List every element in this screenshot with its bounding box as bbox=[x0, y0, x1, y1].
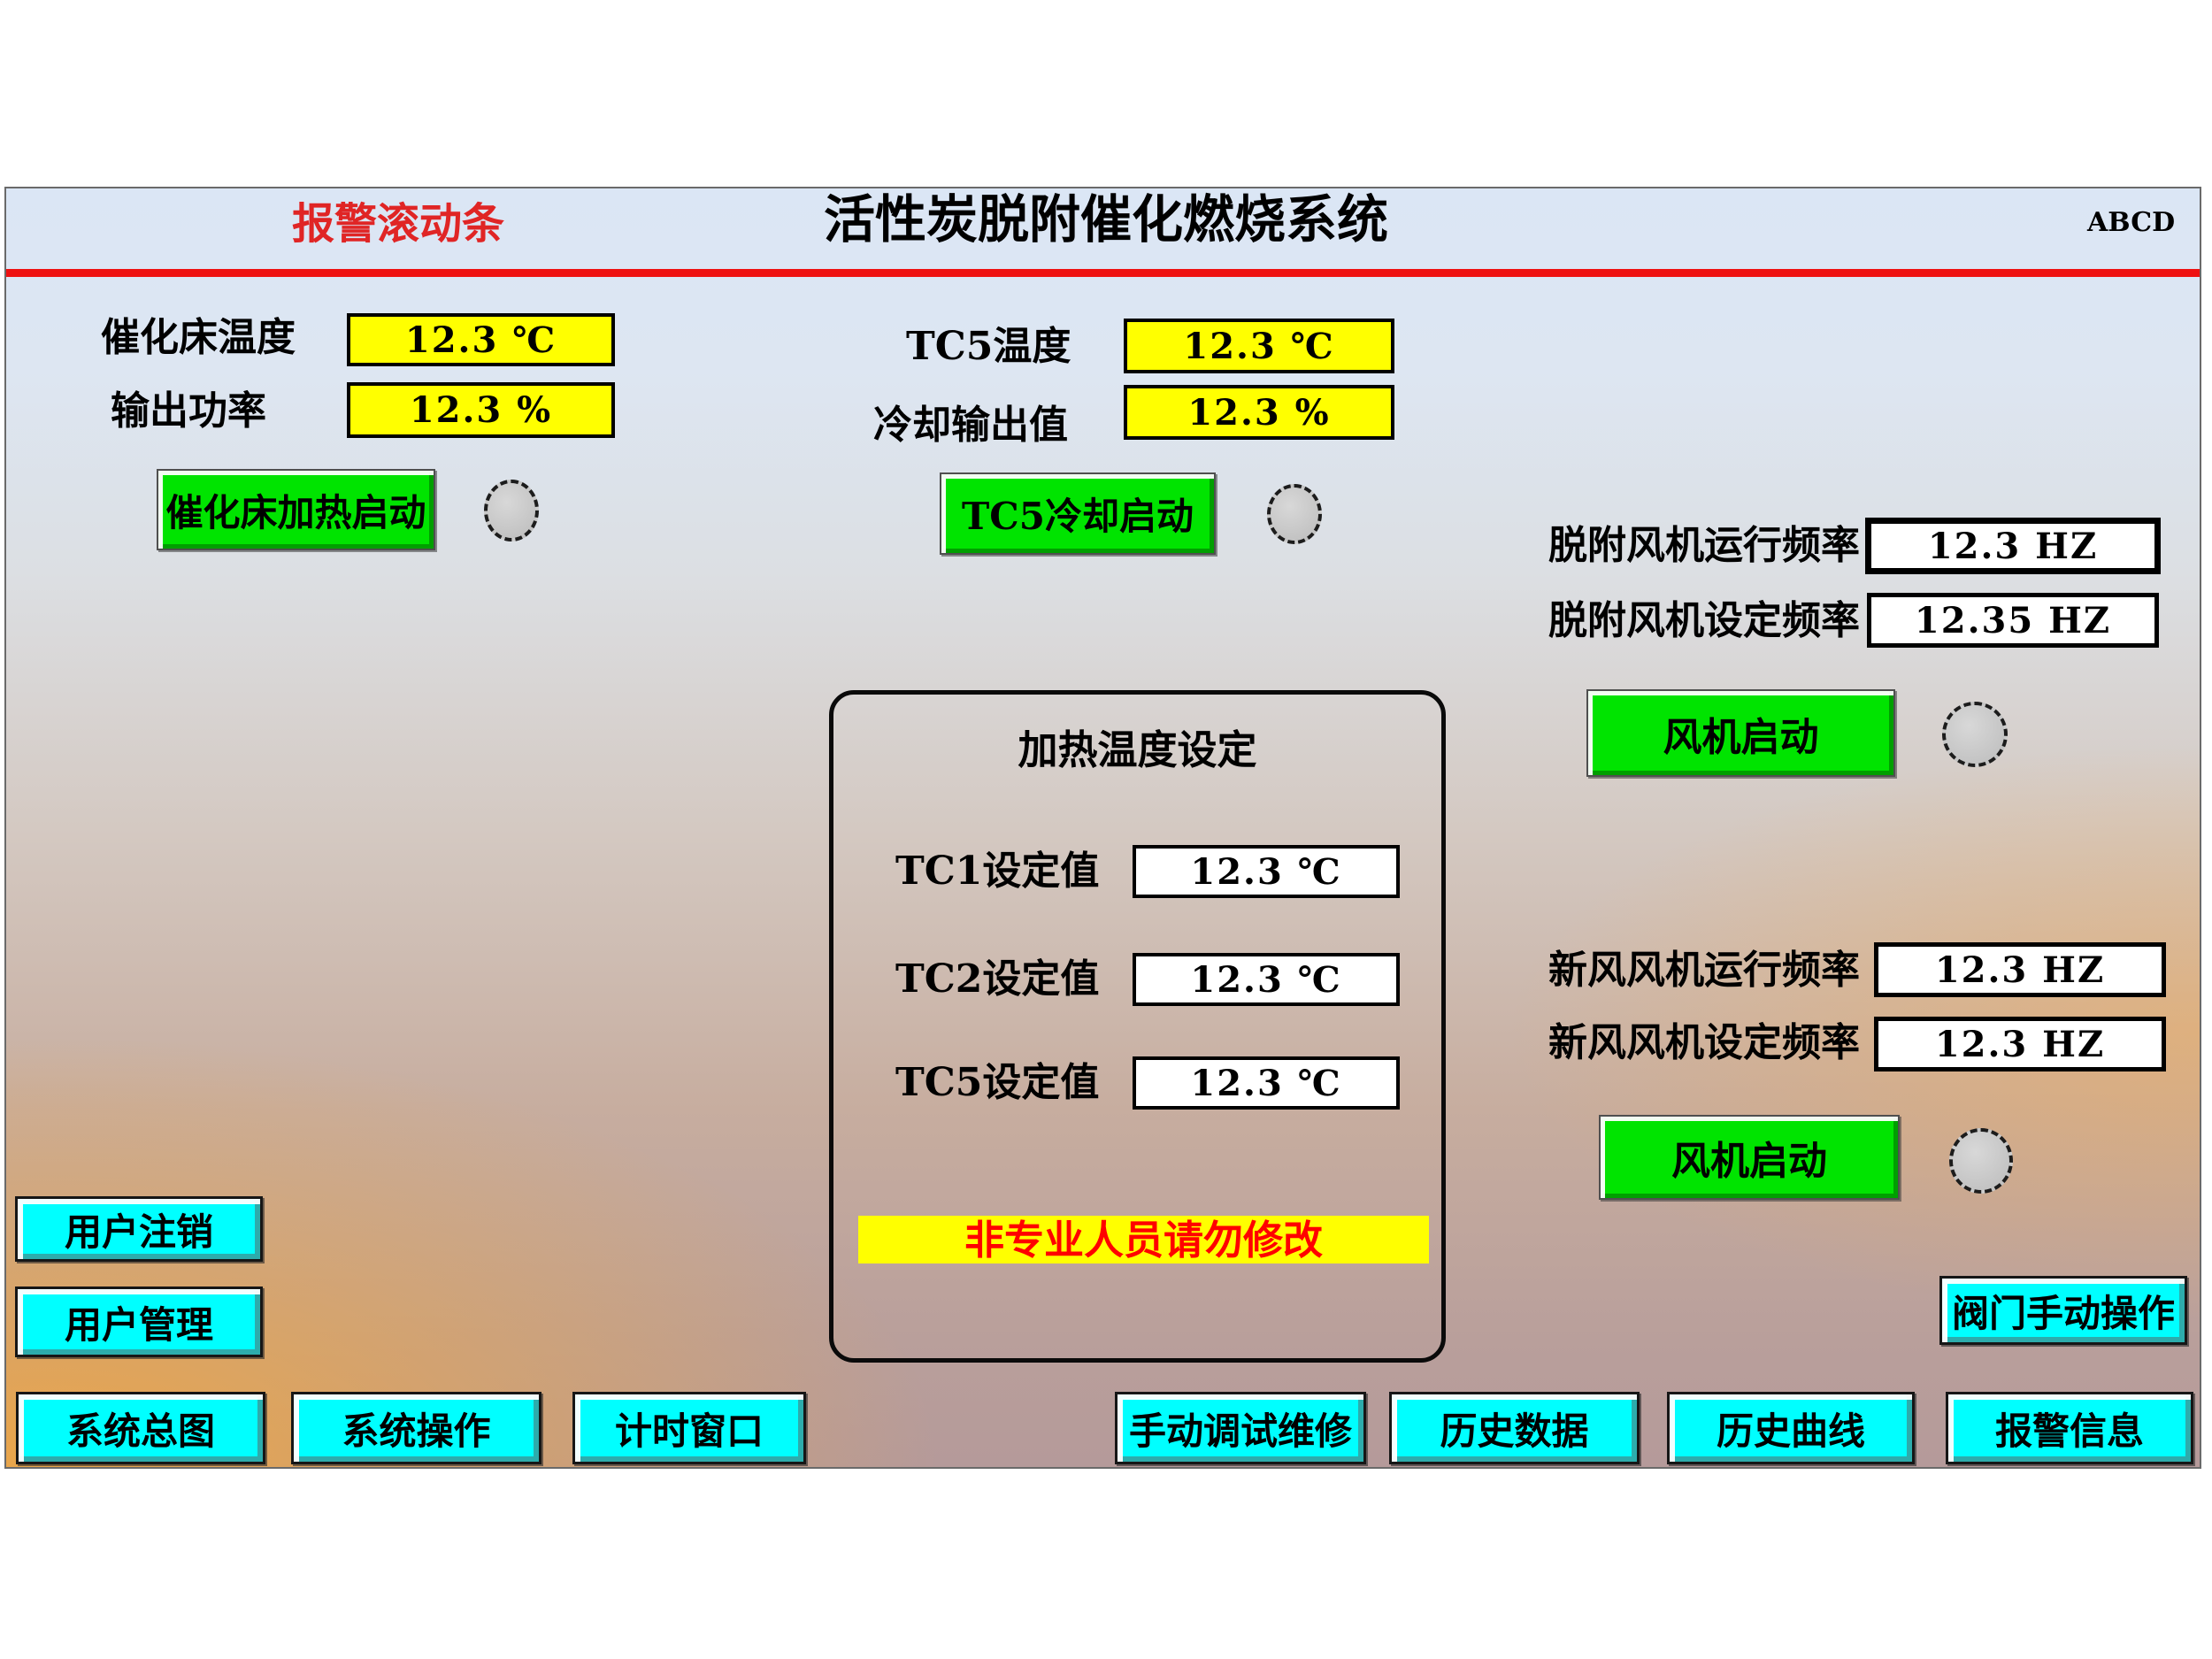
output-power-readout: 12.3 % bbox=[347, 382, 615, 438]
tc2-setpoint-label: TC2设定值 bbox=[895, 956, 1100, 1002]
tc1-setpoint-value: 12.3 ℃ bbox=[1190, 850, 1342, 893]
alarm-scroll-bar[interactable]: 报警滚动条 bbox=[292, 199, 505, 249]
fresh-fan-set-freq-label: 新风风机设定频率 bbox=[1548, 1020, 1860, 1065]
cooling-output-label: 冷却输出值 bbox=[873, 403, 1068, 448]
page-title: 活性炭脱附催化燃烧系统 bbox=[824, 189, 1389, 250]
cooling-output-readout: 12.3 % bbox=[1124, 385, 1394, 440]
tc2-setpoint-field[interactable]: 12.3 ℃ bbox=[1133, 953, 1400, 1006]
fresh-fan-run-freq-value: 12.3 HZ bbox=[1934, 949, 2106, 991]
fresh-fan-set-freq-field[interactable]: 12.3 HZ bbox=[1874, 1017, 2166, 1071]
fresh-fan-start-button[interactable]: 风机启动 bbox=[1599, 1115, 1900, 1200]
valve-manual-button[interactable]: 阀门手动操作 bbox=[1939, 1276, 2187, 1345]
catalyst-temp-value: 12.3 ℃ bbox=[404, 319, 557, 361]
nav-system-operation-button[interactable]: 系统操作 bbox=[291, 1392, 541, 1464]
tc5-setpoint-label: TC5设定值 bbox=[895, 1060, 1100, 1105]
nav-timer-window-button[interactable]: 计时窗口 bbox=[572, 1392, 806, 1464]
heating-setpoint-box bbox=[829, 690, 1446, 1363]
nav-manual-debug-button[interactable]: 手动调试维修 bbox=[1115, 1392, 1366, 1464]
tc5-temp-readout: 12.3 ℃ bbox=[1124, 319, 1394, 373]
nav-alarm-info-button[interactable]: 报警信息 bbox=[1946, 1392, 2193, 1464]
tc5-temp-label: TC5温度 bbox=[906, 324, 1071, 369]
desorption-fan-run-freq-value: 12.3 HZ bbox=[1927, 525, 2099, 567]
output-power-value: 12.3 % bbox=[409, 389, 553, 431]
cooling-output-value: 12.3 % bbox=[1187, 391, 1331, 434]
output-power-label: 输出功率 bbox=[111, 388, 266, 434]
desorption-fan-set-freq-field[interactable]: 12.35 HZ bbox=[1867, 593, 2159, 648]
fresh-fan-run-freq-readout: 12.3 HZ bbox=[1874, 942, 2166, 997]
corner-text: ABCD bbox=[2087, 207, 2176, 238]
tc1-setpoint-field[interactable]: 12.3 ℃ bbox=[1133, 845, 1400, 898]
desorption-fan-start-button[interactable]: 风机启动 bbox=[1586, 689, 1895, 777]
nav-system-overview-button[interactable]: 系统总图 bbox=[16, 1392, 265, 1464]
heating-setpoint-title: 加热温度设定 bbox=[1018, 726, 1257, 773]
warning-banner: 非专业人员请勿修改 bbox=[858, 1216, 1429, 1263]
catalyst-temp-label: 催化床温度 bbox=[101, 315, 296, 360]
nav-history-curve-button[interactable]: 历史曲线 bbox=[1667, 1392, 1915, 1464]
tc5-setpoint-field[interactable]: 12.3 ℃ bbox=[1133, 1056, 1400, 1110]
tc1-setpoint-label: TC1设定值 bbox=[895, 849, 1100, 894]
fresh-fan-indicator bbox=[1949, 1128, 2013, 1194]
fresh-fan-run-freq-label: 新风风机运行频率 bbox=[1548, 948, 1860, 993]
catalyst-heating-start-button[interactable]: 催化床加热启动 bbox=[157, 469, 435, 550]
warning-text: 非专业人员请勿修改 bbox=[964, 1216, 1323, 1263]
nav-history-data-button[interactable]: 历史数据 bbox=[1389, 1392, 1640, 1464]
tc5-temp-value: 12.3 ℃ bbox=[1183, 325, 1335, 367]
user-manage-button[interactable]: 用户管理 bbox=[15, 1286, 263, 1357]
tc5-setpoint-value: 12.3 ℃ bbox=[1190, 1062, 1342, 1104]
desorption-fan-set-freq-value: 12.35 HZ bbox=[1914, 599, 2112, 641]
desorption-fan-indicator bbox=[1942, 702, 2008, 767]
catalyst-heating-indicator bbox=[484, 480, 539, 541]
desorption-fan-run-freq-readout: 12.3 HZ bbox=[1865, 518, 2161, 574]
tc5-cooling-indicator bbox=[1267, 484, 1322, 544]
user-logout-button[interactable]: 用户注销 bbox=[15, 1196, 263, 1262]
tc5-cooling-start-button[interactable]: TC5冷却启动 bbox=[940, 472, 1216, 555]
desorption-fan-run-freq-label: 脱附风机运行频率 bbox=[1548, 523, 1860, 568]
header-divider bbox=[6, 269, 2200, 277]
catalyst-temp-readout: 12.3 ℃ bbox=[347, 313, 615, 366]
main-panel: 报警滚动条 活性炭脱附催化燃烧系统 ABCD 催化床温度 12.3 ℃ 输出功率… bbox=[4, 187, 2201, 1469]
tc2-setpoint-value: 12.3 ℃ bbox=[1190, 958, 1342, 1001]
desorption-fan-set-freq-label: 脱附风机设定频率 bbox=[1548, 598, 1860, 643]
fresh-fan-set-freq-value: 12.3 HZ bbox=[1934, 1023, 2106, 1065]
